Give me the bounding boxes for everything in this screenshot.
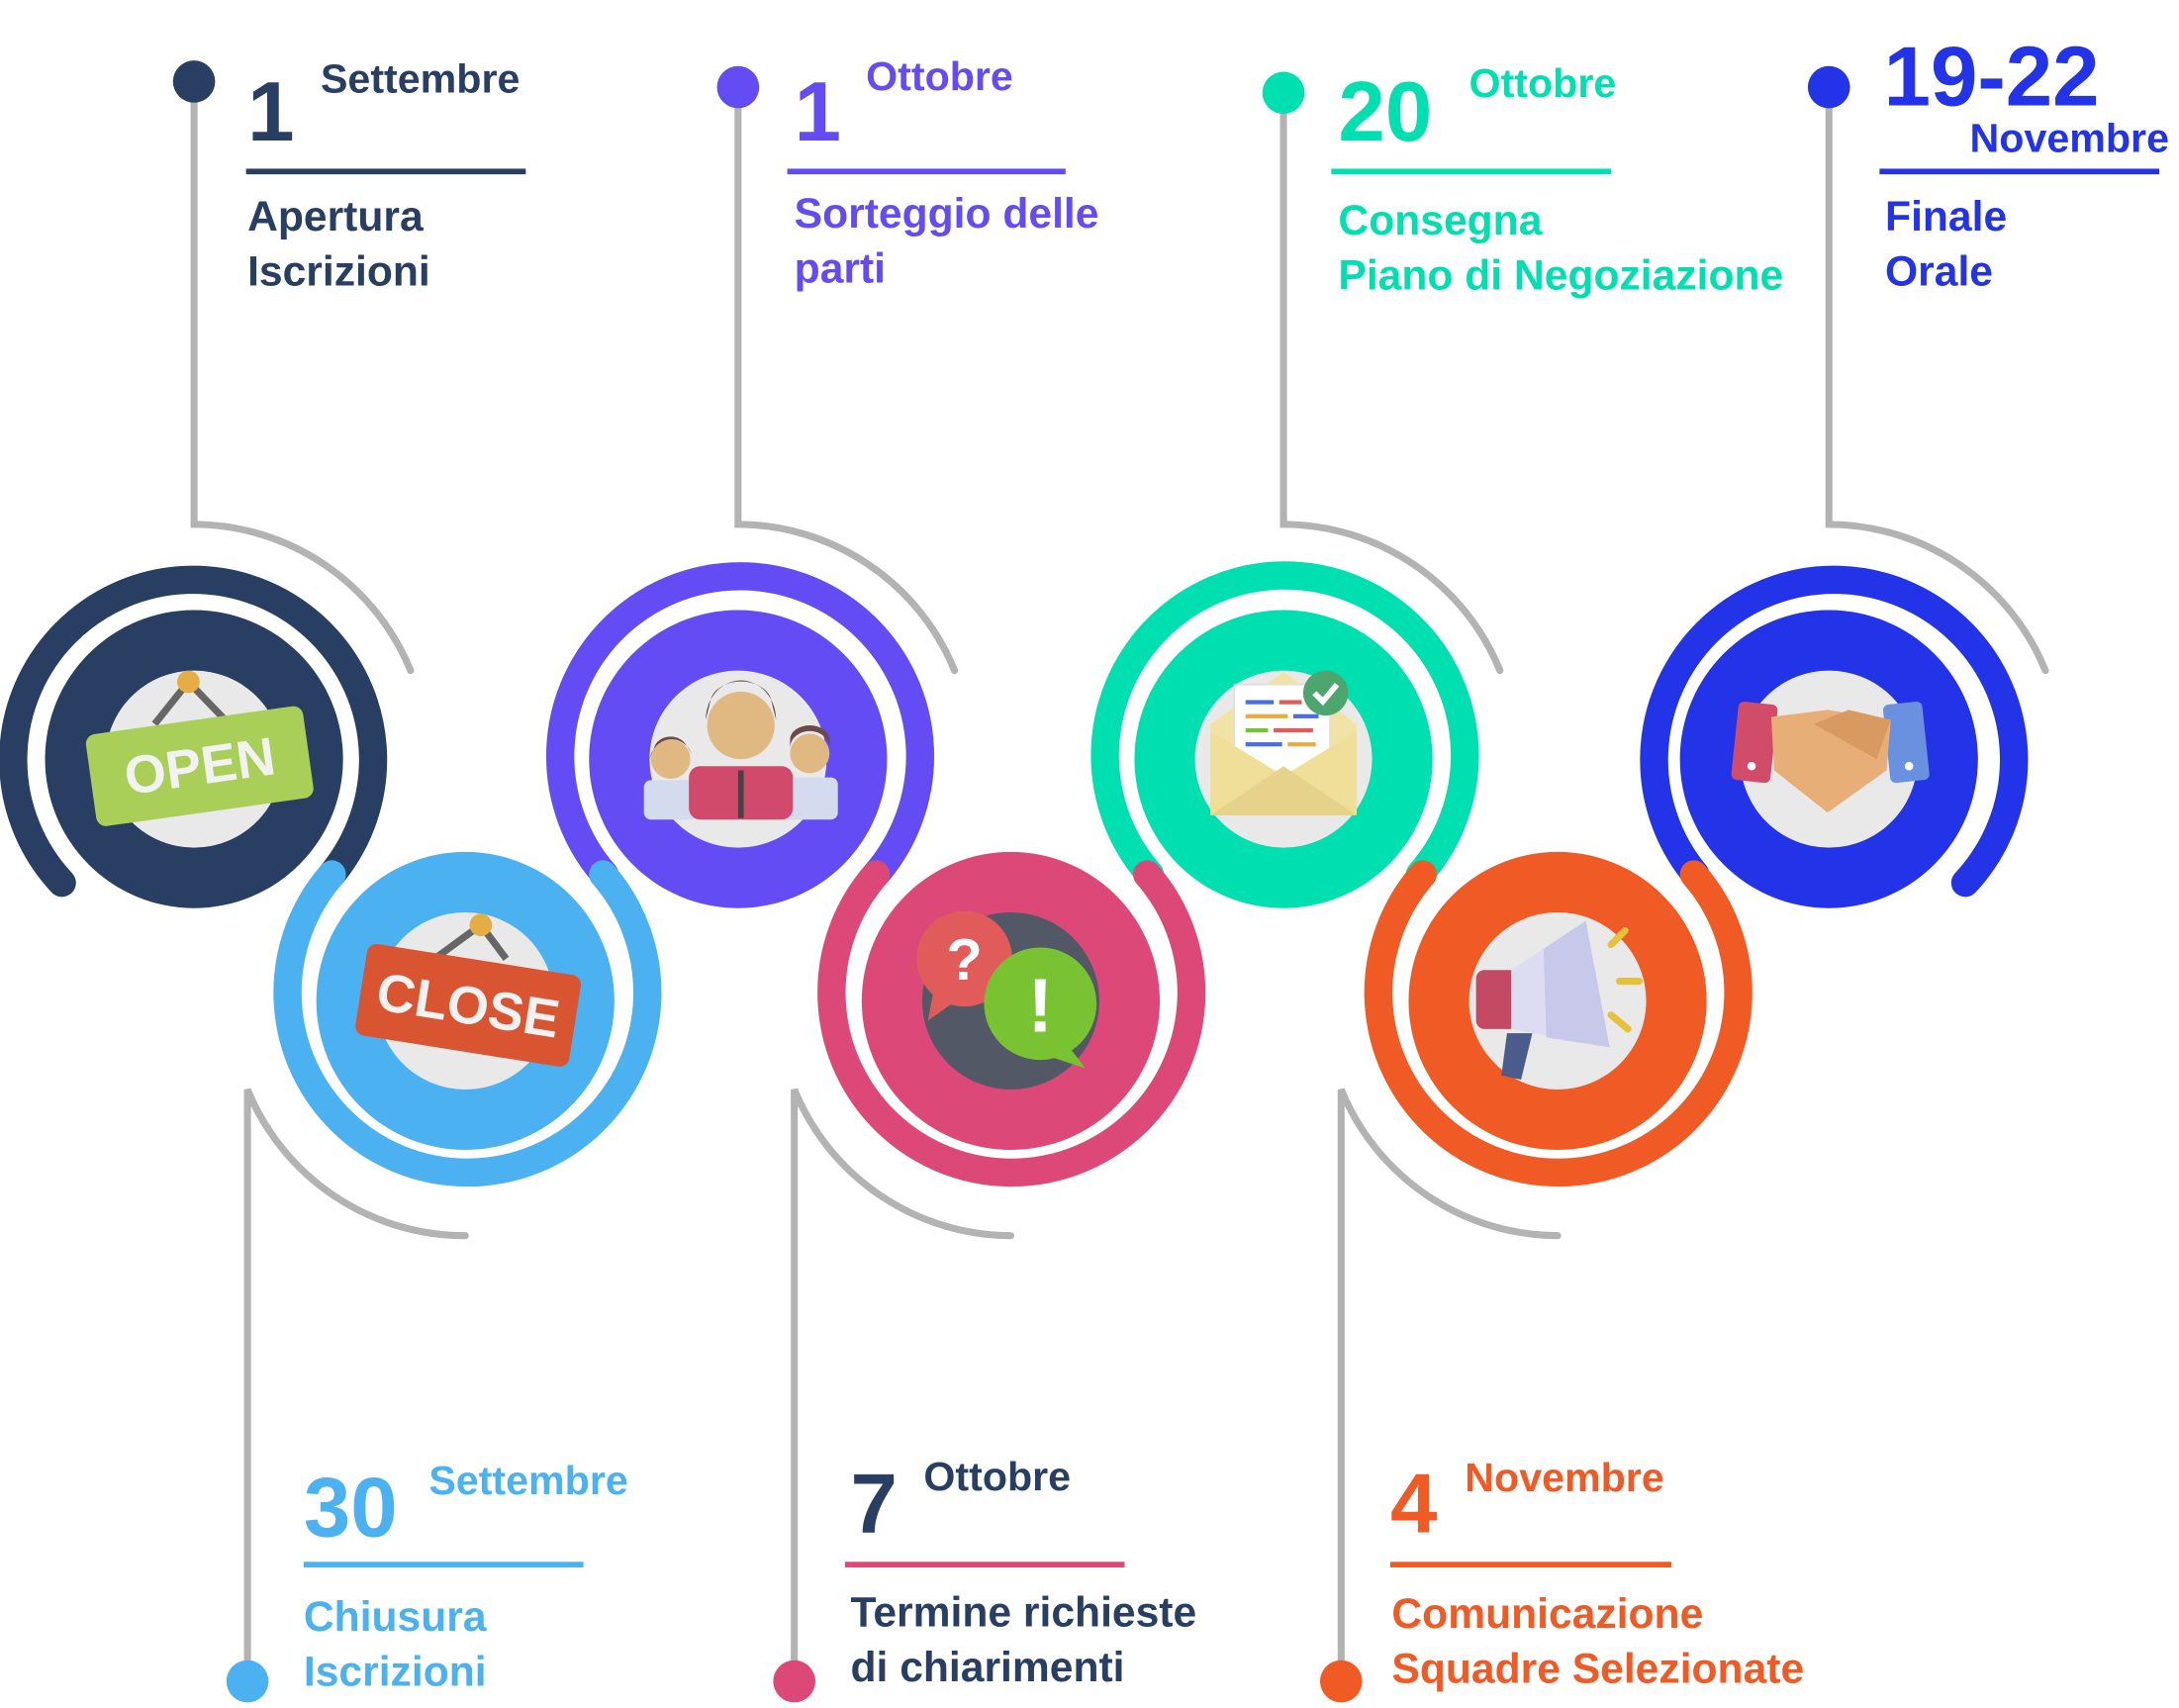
day: 1: [247, 65, 294, 159]
description-line1: Apertura: [247, 193, 424, 240]
month: Ottobre: [1469, 60, 1617, 106]
milestone-5: 20 Ottobre Consegna Piano di Negoziazion…: [1331, 60, 1783, 300]
description-line2: Orale: [1885, 247, 1993, 295]
dot-6: [1319, 1660, 1363, 1703]
milestone-3: 1 Ottobre Sorteggio delle parti: [787, 53, 1099, 293]
handshake-icon: [1731, 701, 1930, 813]
month: Novembre: [1465, 1455, 1663, 1500]
description-line2: Squadre Selezionate: [1391, 1645, 1804, 1692]
dot-2: [226, 1660, 269, 1703]
connectors: [190, 80, 2049, 1685]
team-people-icon: [643, 680, 838, 820]
description-line1: Sorteggio delle: [795, 190, 1099, 237]
day: 30: [304, 1462, 398, 1556]
description-line1: Consegna: [1338, 197, 1542, 244]
month: Ottobre: [923, 1454, 1071, 1499]
day: 4: [1390, 1457, 1437, 1551]
question-exclamation-icon: ? !: [916, 910, 1097, 1069]
month: Settembre: [428, 1458, 627, 1503]
day: 7: [851, 1457, 898, 1551]
day: 19-22: [1884, 31, 2100, 125]
megaphone-icon: [1475, 920, 1643, 1081]
close-sign-icon: CLOSE: [355, 913, 582, 1067]
svg-text:?: ?: [946, 926, 982, 993]
description-line1: Comunicazione: [1391, 1590, 1703, 1638]
description-line2: Piano di Negoziazione: [1338, 252, 1783, 300]
description-line2: parti: [795, 245, 886, 293]
milestone-2: 30 Settembre Chiusura Iscrizioni: [304, 1458, 628, 1695]
open-sign-icon: OPEN: [85, 670, 314, 826]
dot-3: [716, 65, 760, 109]
milestone-4: 7 Ottobre Termine richieste di chiarimen…: [844, 1454, 1197, 1691]
svg-text:!: !: [1028, 965, 1054, 1049]
description-line1: Termine richieste: [851, 1589, 1197, 1637]
envelope-check-icon: [1210, 670, 1357, 815]
day: 20: [1338, 65, 1432, 159]
milestone-7: 19-22 Novembre Finale Orale: [1879, 31, 2169, 295]
description-line2: di chiarimenti: [851, 1644, 1125, 1691]
description-line1: Chiusura: [304, 1593, 487, 1641]
description-line2: Iscrizioni: [304, 1648, 487, 1695]
day: 1: [795, 65, 841, 159]
month: Settembre: [321, 56, 520, 102]
dot-1: [172, 60, 216, 103]
description-line1: Finale: [1885, 193, 2007, 240]
dot-5: [1262, 71, 1305, 115]
month: Novembre: [1970, 115, 2169, 160]
milestone-1: 1 Settembre Apertura Iscrizioni: [245, 56, 526, 295]
month: Ottobre: [866, 53, 1013, 99]
milestone-6: 4 Novembre Comunicazione Squadre Selezio…: [1390, 1455, 1804, 1692]
dot-7: [1807, 65, 1850, 109]
dot-4: [773, 1660, 815, 1703]
description-line2: Iscrizioni: [247, 247, 430, 295]
rings: [0, 561, 2029, 1187]
